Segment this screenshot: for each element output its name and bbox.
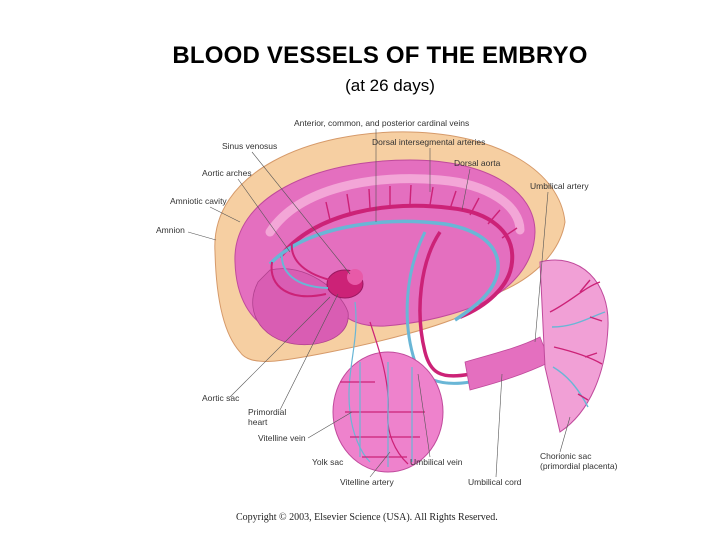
umbilical-vein-vessel xyxy=(405,231,471,385)
sinus-venosus-shape xyxy=(347,269,363,285)
label-aortic-arches: Aortic arches xyxy=(202,168,252,178)
embryo-diagram: Anterior, common, and posterior cardinal… xyxy=(156,118,618,487)
label-dorsal-aorta: Dorsal aorta xyxy=(454,158,501,168)
label-vitelline-artery: Vitelline artery xyxy=(340,477,394,487)
label-yolk-sac: Yolk sac xyxy=(312,457,344,467)
umbilical-cord-shape xyxy=(464,336,551,391)
label-primordial-heart-2: heart xyxy=(248,417,268,427)
label-umbilical-cord: Umbilical cord xyxy=(468,477,522,487)
label-aortic-sac: Aortic sac xyxy=(202,393,240,403)
label-vitelline-vein: Vitelline vein xyxy=(258,433,306,443)
label-cardinal-veins: Anterior, common, and posterior cardinal… xyxy=(294,118,469,128)
label-primordial-heart-1: Primordial xyxy=(248,407,286,417)
cardinal-veins xyxy=(268,219,500,322)
chorionic-villi xyxy=(549,279,606,408)
copyright-notice: Copyright © 2003, Elsevier Science (USA)… xyxy=(236,512,498,523)
label-amniotic-cavity: Amniotic cavity xyxy=(170,196,227,206)
aortic-arches-shape xyxy=(270,241,331,298)
label-sinus-venosus: Sinus venosus xyxy=(222,141,277,151)
intersegmental-arteries xyxy=(325,184,518,239)
umbilical-artery-vessel xyxy=(418,231,471,378)
vitelline-vessels xyxy=(340,301,425,467)
page-title: BLOOD VESSELS OF THE EMBRYO xyxy=(172,42,588,69)
dorsal-aorta xyxy=(278,203,515,319)
label-umbilical-vein: Umbilical vein xyxy=(410,457,463,467)
label-chorionic-sac-2: (primordial placenta) xyxy=(540,461,618,471)
label-amnion: Amnion xyxy=(156,225,185,235)
neural-tube xyxy=(265,174,525,237)
label-dorsal-intersegmental-arteries: Dorsal intersegmental arteries xyxy=(372,137,485,147)
label-umbilical-artery: Umbilical artery xyxy=(530,181,589,191)
page-subtitle: (at 26 days) xyxy=(345,76,435,95)
chorionic-sac-shape xyxy=(539,259,609,433)
label-chorionic-sac-1: Chorionic sac xyxy=(540,451,592,461)
